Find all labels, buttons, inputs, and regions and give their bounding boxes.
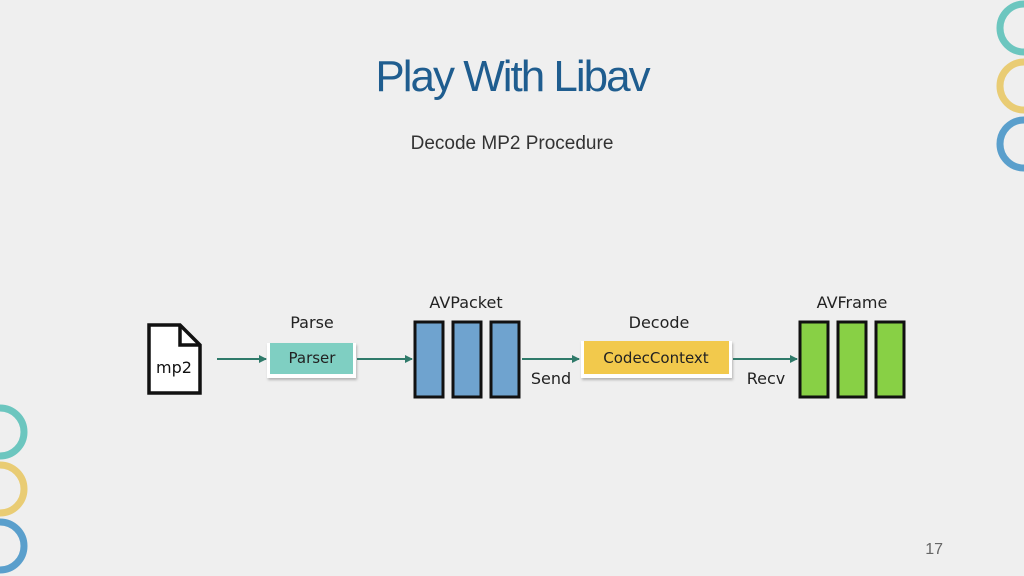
avframe-group [798, 320, 906, 399]
avframe-bar [836, 320, 868, 399]
avframe-bar [798, 320, 830, 399]
file-icon: mp2 [147, 323, 202, 395]
page-subtitle: Decode MP2 Procedure [410, 133, 614, 154]
avpacket-label: AVPacket [429, 293, 502, 312]
ring-top-yellow [996, 58, 1024, 114]
send-label: Send [531, 369, 571, 388]
avframe-label: AVFrame [817, 293, 888, 312]
page-number: 17 [925, 541, 943, 558]
ring-bottom-teal [0, 404, 28, 460]
ring-bottom-yellow [0, 461, 28, 517]
parser-box: Parser [267, 343, 356, 378]
codec-context-label: CodecContext [603, 349, 709, 367]
ring-top-teal [996, 0, 1024, 56]
parser-label: Parser [289, 349, 337, 367]
avpacket-bar [451, 320, 483, 399]
ring-top-blue [996, 116, 1024, 172]
decode-label: Decode [629, 313, 690, 332]
recv-label: Recv [747, 369, 786, 388]
avpacket-bar [489, 320, 521, 399]
avpacket-bar [413, 320, 445, 399]
page-title: Play With Libav [375, 52, 650, 101]
codec-context-box: CodecContext [581, 341, 732, 378]
ring-bottom-blue [0, 518, 28, 574]
avpacket-group [413, 320, 521, 399]
file-label: mp2 [156, 358, 192, 377]
avframe-bar [874, 320, 906, 399]
parse-label: Parse [290, 313, 334, 332]
